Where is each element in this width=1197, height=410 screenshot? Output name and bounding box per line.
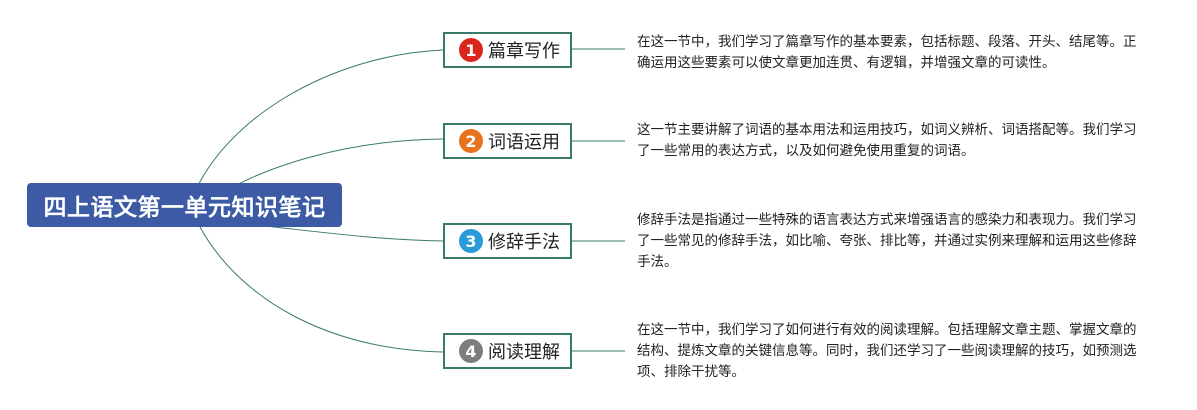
branch-topic-4[interactable]: 4 阅读理解 [443,333,572,369]
branch-topic-1[interactable]: 1 篇章写作 [443,32,572,68]
branch-topic-3-label: 修辞手法 [488,232,560,253]
branch-topic-2[interactable]: 2 词语运用 [443,123,572,159]
branch-topic-2-label: 词语运用 [488,132,560,153]
note-1: 在这一节中，我们学习了篇章写作的基本要素，包括标题、段落、开头、结尾等。正确运用… [637,34,1137,71]
connector-root-to-branch-3 [264,225,444,242]
connector-root-to-branch-4 [199,226,444,353]
note-4: 在这一节中，我们学习了如何进行有效的阅读理解。包括理解文章主题、掌握文章的结构、… [637,322,1137,380]
branch-topic-4-label: 阅读理解 [488,342,560,363]
number-badge-4: 4 [459,339,483,363]
number-badge-1: 1 [459,38,483,62]
number-badge-2: 2 [459,129,483,153]
branch-topic-3[interactable]: 3 修辞手法 [443,223,572,259]
note-3: 修辞手法是指通过一些特殊的语言表达方式来增强语言的感染力和表现力。我们学习了一些… [637,212,1137,270]
connector-root-to-branch-1 [189,49,444,205]
root-topic-title: 四上语文第一单元知识笔记 [43,195,326,221]
root-topic[interactable]: 四上语文第一单元知识笔记 [27,183,342,227]
note-2: 这一节主要讲解了词语的基本用法和运用技巧，如词义辨析、词语搭配等。我们学习了一些… [637,122,1137,159]
number-badge-3: 3 [459,229,483,253]
branch-topic-1-label: 篇章写作 [488,41,560,62]
